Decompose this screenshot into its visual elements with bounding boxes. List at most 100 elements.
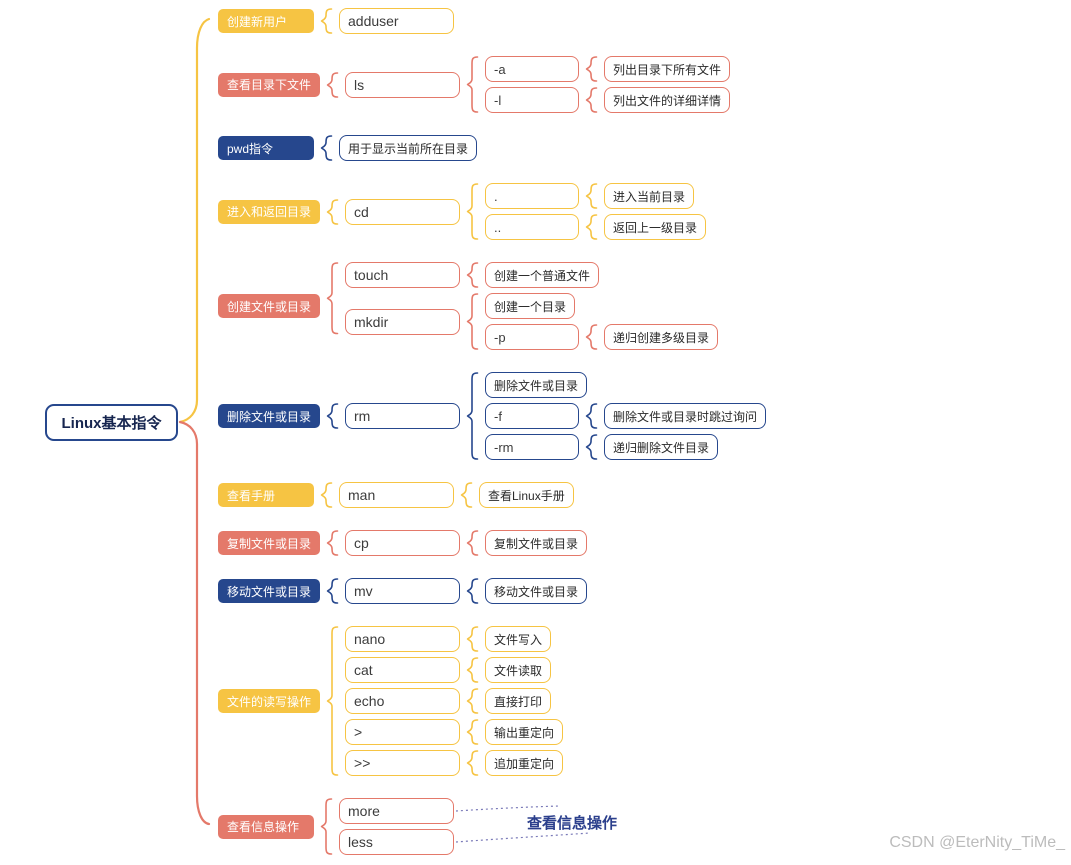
brace-glyph — [326, 71, 339, 98]
brace-connector — [585, 403, 598, 429]
description-box: 删除文件或目录 — [485, 372, 588, 398]
node-row: touch 创建一个普通文件 — [345, 262, 718, 288]
node-row: 复制文件或目录 — [485, 530, 588, 556]
brace-glyph — [320, 798, 333, 855]
node-row: less — [339, 829, 454, 855]
brace-glyph — [320, 135, 333, 161]
flag-box: .. — [485, 214, 580, 240]
brace-connector — [326, 262, 339, 350]
brace-glyph — [460, 482, 473, 508]
node-row: 创建一个目录 — [485, 293, 718, 319]
brace-glyph — [326, 198, 339, 225]
children-column: 进入当前目录 — [604, 183, 695, 209]
brace-glyph — [326, 578, 339, 604]
description-box: 直接打印 — [485, 688, 552, 714]
brace-connector — [585, 56, 598, 82]
node-row: cat 文件读取 — [345, 657, 563, 683]
children-column: 递归创建多级目录 — [604, 324, 719, 350]
brace-connector — [466, 372, 479, 460]
command-box: > — [345, 719, 461, 745]
node-row: 递归删除文件目录 — [604, 434, 719, 460]
brace-glyph — [326, 403, 339, 429]
command-box: touch — [345, 262, 461, 288]
command-box: mv — [345, 578, 461, 604]
brace-glyph — [585, 434, 598, 460]
node-row: cd.进入当前目录..返回上一级目录 — [345, 183, 707, 240]
node-row: -rm 递归删除文件目录 — [485, 434, 766, 460]
brace-glyph — [466, 372, 479, 460]
brace-connector — [466, 530, 479, 556]
branch-badge: 移动文件或目录 — [218, 579, 321, 603]
children-column: 创建一个目录 -p 递归创建多级目录 — [485, 293, 719, 350]
branch-badge: 复制文件或目录 — [218, 531, 321, 555]
description-box: 用于显示当前所在目录 — [339, 135, 478, 161]
node-row: 文件读取 — [485, 657, 552, 683]
brace-glyph — [320, 482, 333, 508]
flag-box: . — [485, 183, 580, 209]
brace-glyph — [466, 719, 479, 745]
node-row: 输出重定向 — [485, 719, 564, 745]
children-column: 递归删除文件目录 — [604, 434, 719, 460]
brace-connector — [466, 719, 479, 745]
command-box: ls — [345, 71, 461, 98]
brace-connector — [466, 262, 479, 288]
brace-connector — [320, 482, 333, 508]
node-row: more — [339, 798, 454, 824]
brace-connector — [585, 434, 598, 460]
command-box: cat — [345, 657, 461, 683]
node-row: 递归创建多级目录 — [604, 324, 719, 350]
brace-glyph — [466, 530, 479, 556]
flag-box: -rm — [485, 434, 580, 460]
node-row: 追加重定向 — [485, 750, 564, 776]
children-column: more less — [339, 798, 454, 855]
node-row: 列出文件的详细详情 — [604, 87, 731, 113]
node-row: 列出目录下所有文件 — [604, 56, 731, 82]
description-box: 递归创建多级目录 — [604, 324, 719, 350]
brace-connector — [466, 293, 479, 350]
brace-glyph — [466, 56, 479, 113]
node-row: cp 复制文件或目录 — [345, 530, 588, 556]
brace-connector — [320, 135, 333, 161]
description-box: 输出重定向 — [485, 719, 564, 745]
flag-box: -p — [485, 324, 580, 350]
node-row: 文件写入 — [485, 626, 552, 652]
brace-glyph — [326, 626, 339, 776]
description-box: 创建一个普通文件 — [485, 262, 600, 288]
brace-glyph — [466, 626, 479, 652]
description-box: 文件读取 — [485, 657, 552, 683]
brace-glyph — [326, 530, 339, 556]
children-column: . 进入当前目录.. 返回上一级目录 — [485, 183, 707, 240]
command-box: more — [339, 798, 454, 824]
description-box: 查看Linux手册 — [479, 482, 574, 508]
brace-glyph — [466, 750, 479, 776]
brace-glyph — [585, 183, 598, 209]
branch-badge: 创建新用户 — [218, 9, 314, 33]
children-column: 创建一个普通文件 — [485, 262, 600, 288]
children-column: 追加重定向 — [485, 750, 564, 776]
children-column: 返回上一级目录 — [604, 214, 707, 240]
root-node: Linux基本指令 — [45, 404, 178, 441]
children-column: 列出文件的详细详情 — [604, 87, 731, 113]
node-row: 删除文件或目录时跳过询问 — [604, 403, 767, 429]
command-box: cp — [345, 530, 461, 556]
watermark: CSDN @EterNity_TiMe_ — [889, 834, 1065, 851]
description-box: 递归删除文件目录 — [604, 434, 719, 460]
brace-glyph — [585, 214, 598, 240]
description-box: 复制文件或目录 — [485, 530, 588, 556]
